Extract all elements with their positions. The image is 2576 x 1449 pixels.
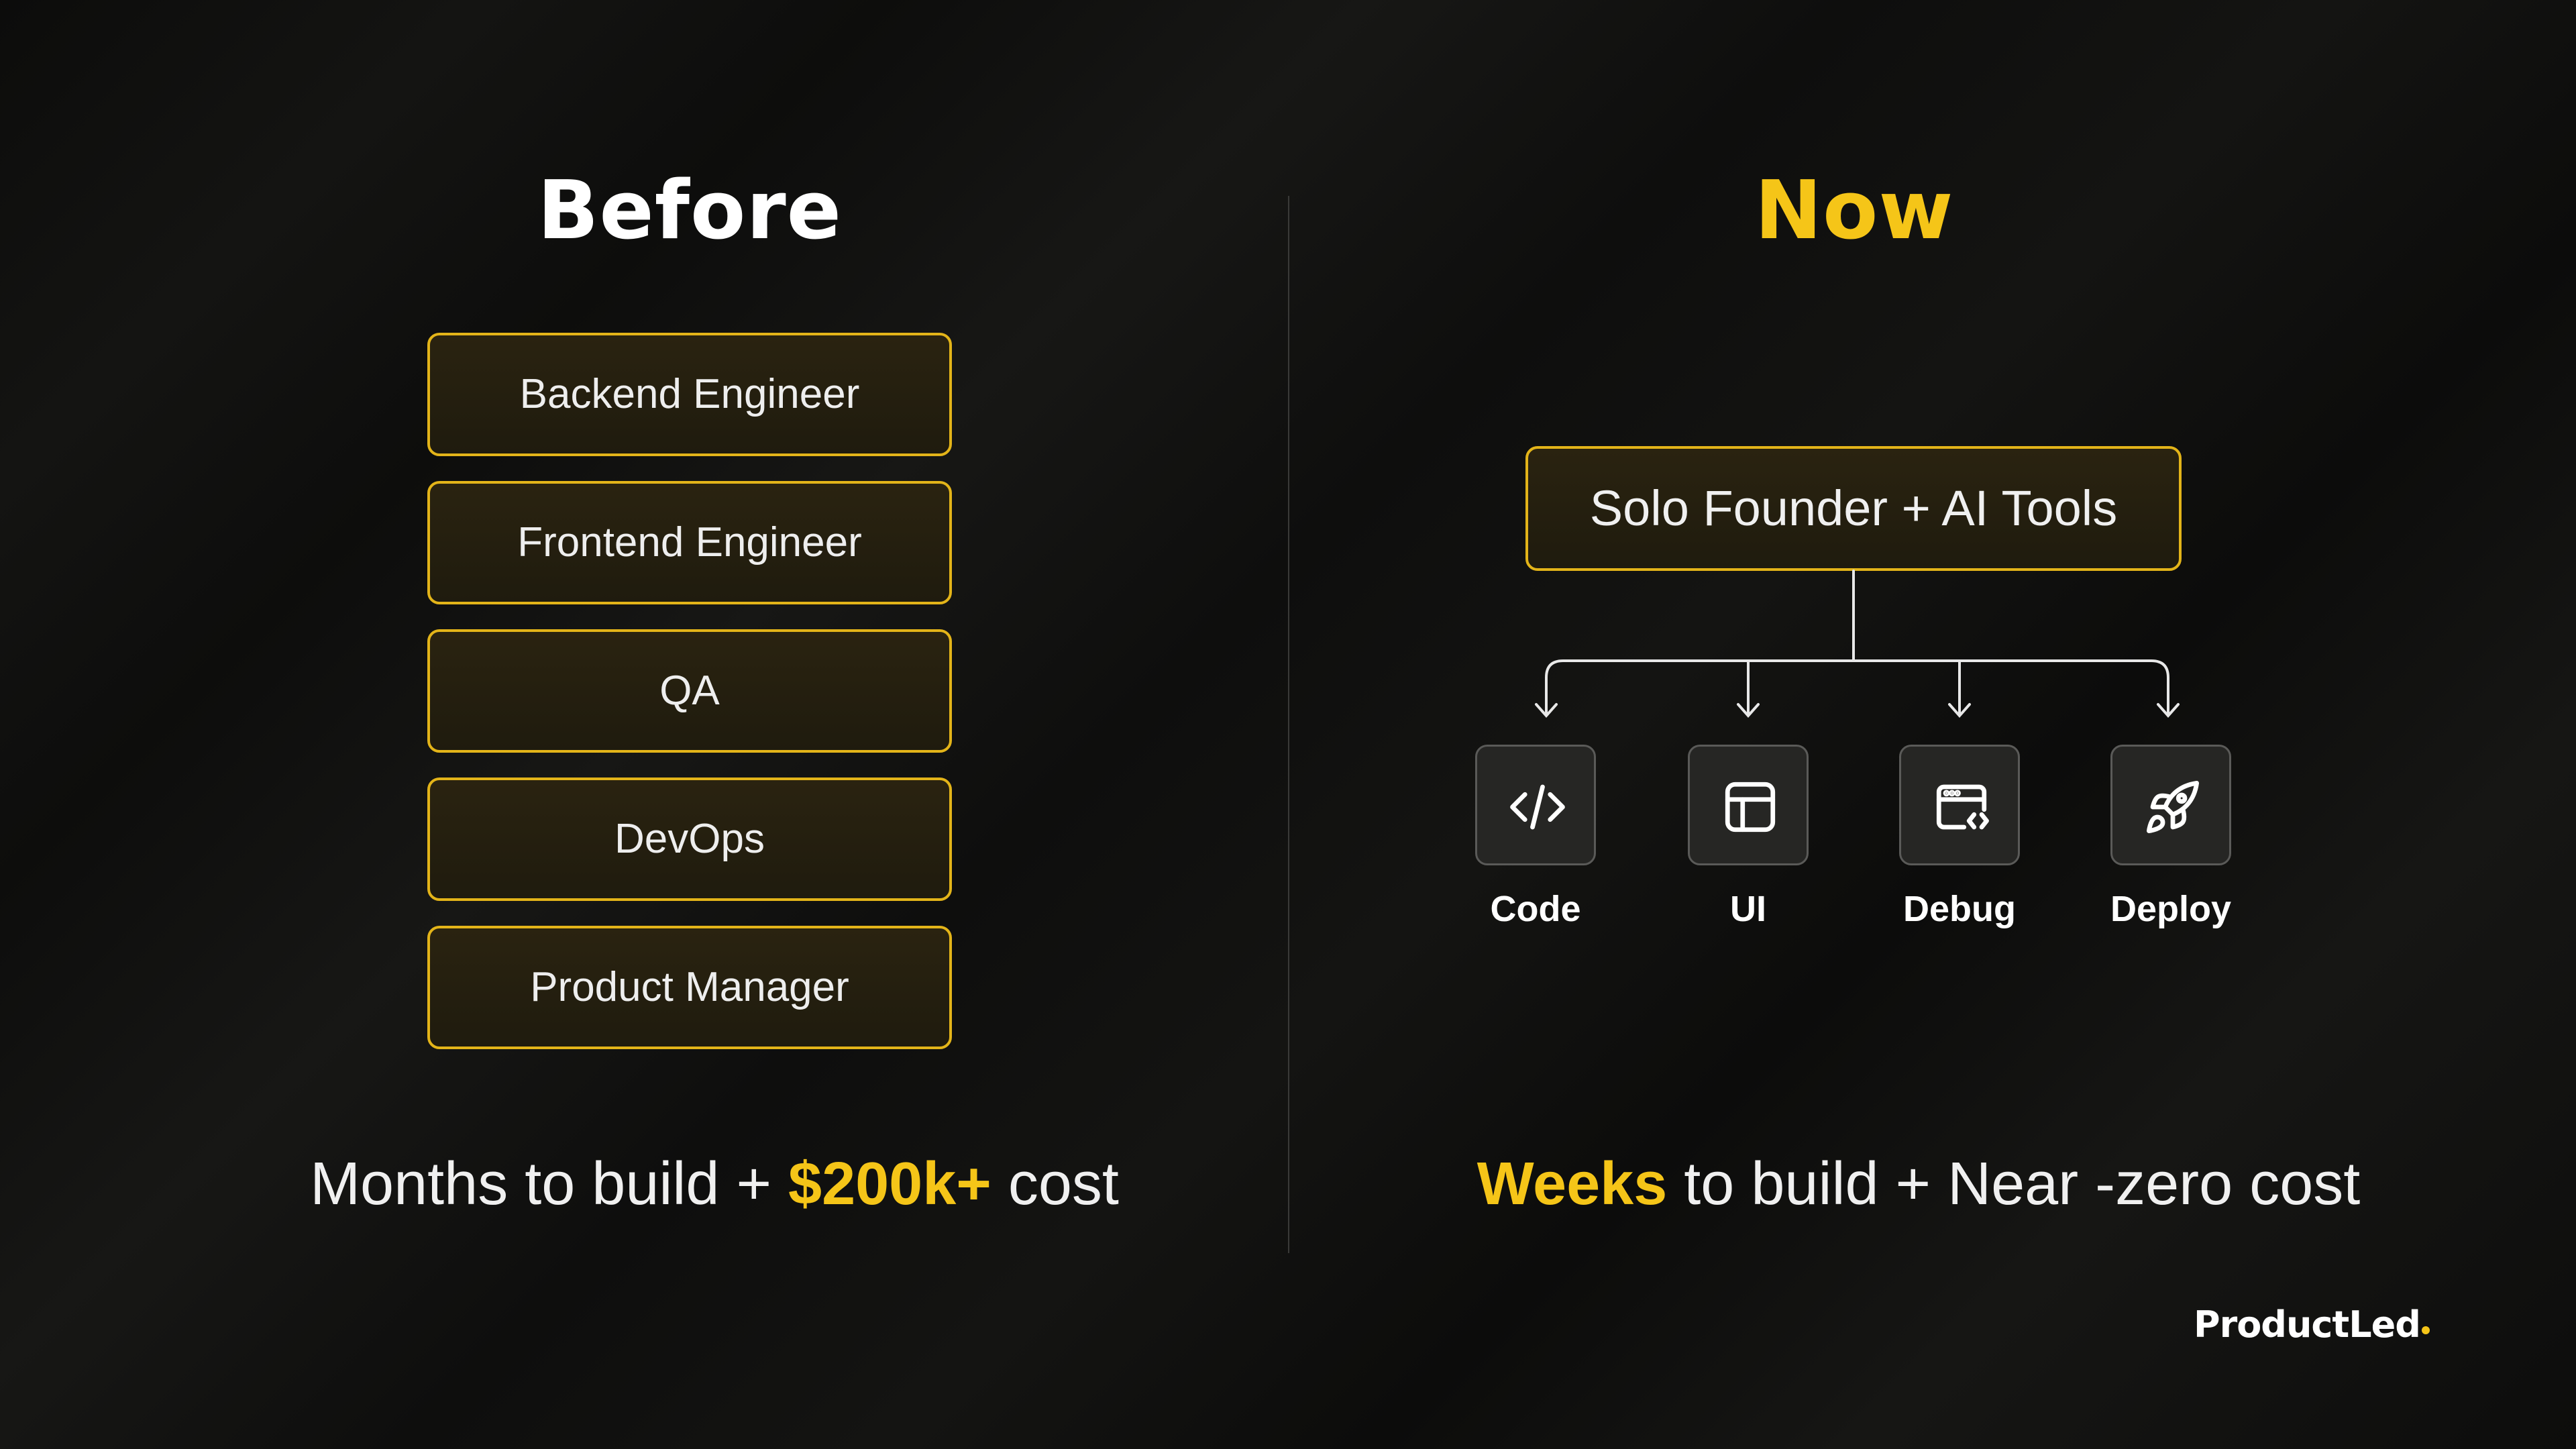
code-icon-tile [1475,745,1596,865]
productled-logo-dot [2421,1326,2430,1334]
connector-branch [1545,659,2169,716]
debug-window-icon-tile [1899,745,2020,865]
role-box-qa: QA [427,629,952,753]
now-summary: Weeks to build + Near -zero cost [1409,1147,2428,1221]
before-summary: Months to build + $200k+ cost [255,1147,1174,1221]
connector-arrowhead-ui [1737,703,1760,718]
now-heading: Now [1754,164,1954,258]
now-summary-text: to build + Near -zero cost [1667,1150,2361,1218]
productled-logo: ProductLed [2194,1301,2442,1348]
before-summary-cost-highlight: $200k+ [788,1150,991,1218]
column-divider [1288,196,1289,1253]
tool-label-debug: Debug [1903,889,2016,929]
connector-arrowhead-deploy [2157,703,2180,718]
rocket-icon-tile [2110,745,2231,865]
before-summary-suffix: cost [991,1150,1119,1218]
productled-logo-text: ProductLed [2194,1303,2421,1346]
before-heading: Before [537,164,843,258]
role-box-devops: DevOps [427,777,952,901]
tool-label-code: Code [1490,889,1581,929]
solo-founder-box: Solo Founder + AI Tools [1525,446,2182,571]
team-role-list: Backend Engineer Frontend Engineer QA De… [427,333,952,1074]
layout-icon [1725,782,1776,833]
connector-arrowhead-code [1535,703,1558,718]
before-summary-text: Months to build + [310,1150,789,1218]
tool-label-deploy: Deploy [2110,889,2232,929]
connector-arrowhead-debug [1948,703,1971,718]
rocket-icon [2147,781,2199,833]
now-summary-weeks-highlight: Weeks [1477,1150,1668,1218]
role-box-backend-engineer: Backend Engineer [427,333,952,456]
role-box-product-manager: Product Manager [427,926,952,1049]
role-box-frontend-engineer: Frontend Engineer [427,481,952,604]
code-icon [1510,784,1565,830]
layout-icon-tile [1688,745,1809,865]
tool-label-ui: UI [1730,889,1766,929]
debug-window-icon [1936,784,1989,830]
